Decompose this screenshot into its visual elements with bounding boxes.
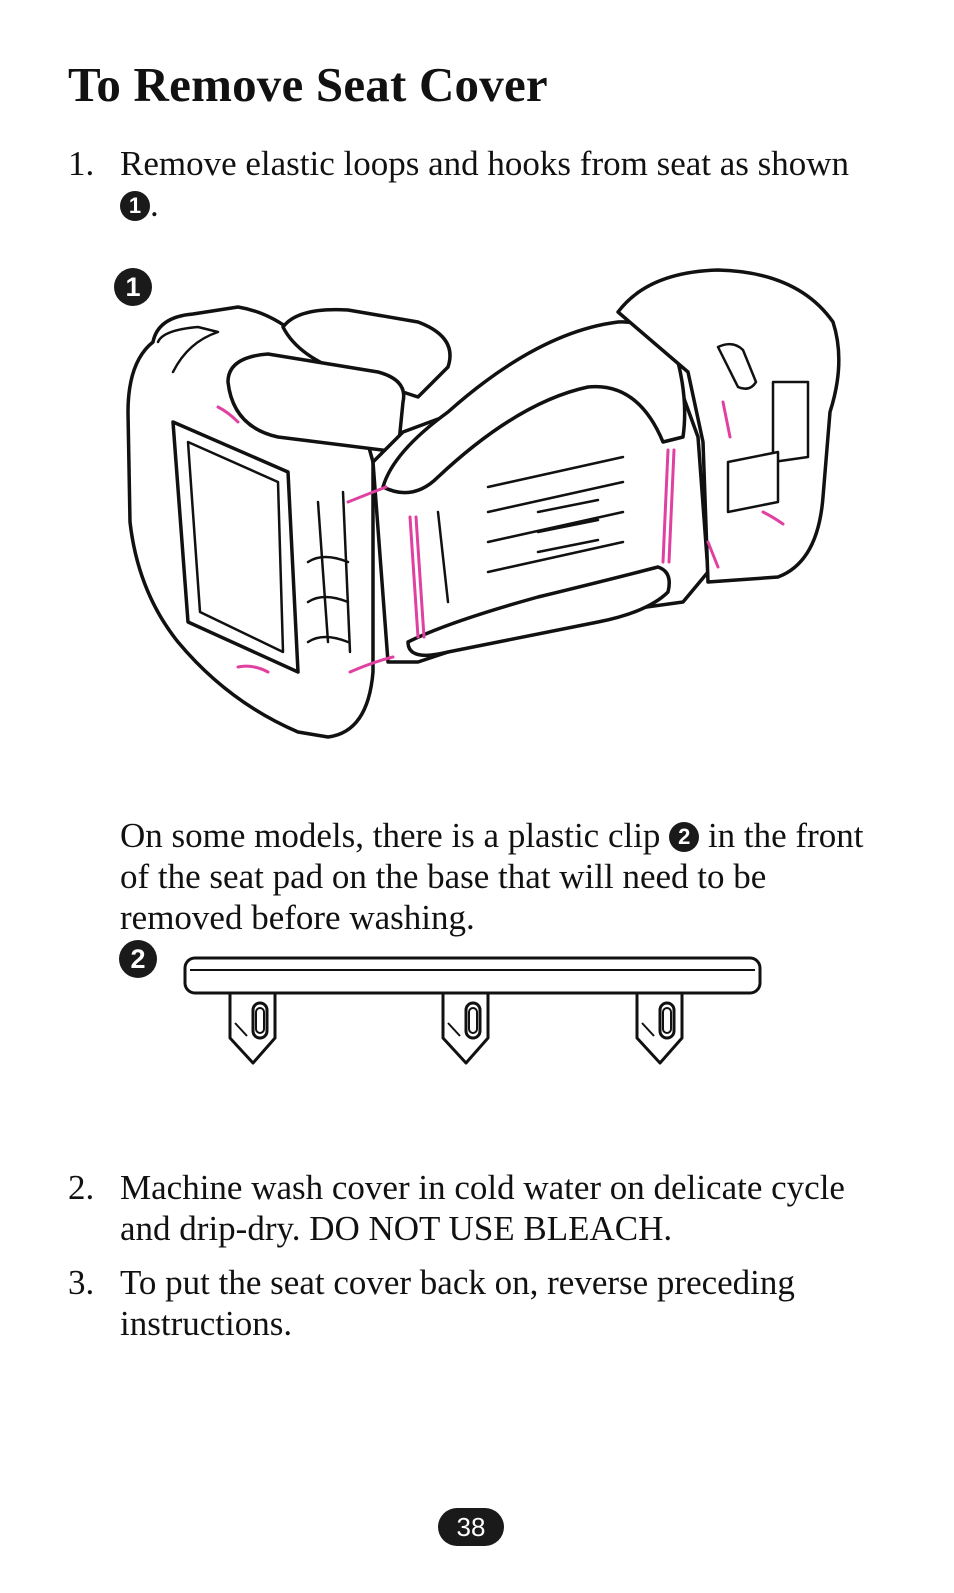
step-number: 2. [68, 1168, 95, 1207]
plastic-clip-note: On some models, there is a plastic clip … [120, 815, 890, 938]
step-text: Remove elastic loops and hooks from seat… [120, 143, 880, 225]
step-text: Machine wash cover in cold water on deli… [120, 1168, 845, 1248]
plastic-clip-illustration [183, 956, 762, 1065]
figure-2-label: 2 [119, 940, 157, 978]
figure-2-reference-badge: 2 [669, 822, 700, 852]
car-seat-underside-illustration [126, 268, 841, 739]
page-title: To Remove Seat Cover [68, 57, 548, 112]
page-number: 38 [438, 1508, 504, 1546]
figure-1-label: 1 [114, 268, 152, 306]
step-text: To put the seat cover back on, reverse p… [120, 1263, 795, 1343]
note-text-after: in the front of the seat pad on the base… [120, 816, 864, 937]
figure-1-reference-badge: 1 [120, 191, 150, 221]
step-number: 3. [68, 1263, 95, 1302]
step-1-text: Remove elastic loops and hooks from seat… [120, 144, 850, 183]
step-number: 1. [68, 144, 95, 183]
step-1-suffix: . [150, 185, 159, 224]
note-text-before: On some models, there is a plastic clip [120, 816, 661, 855]
